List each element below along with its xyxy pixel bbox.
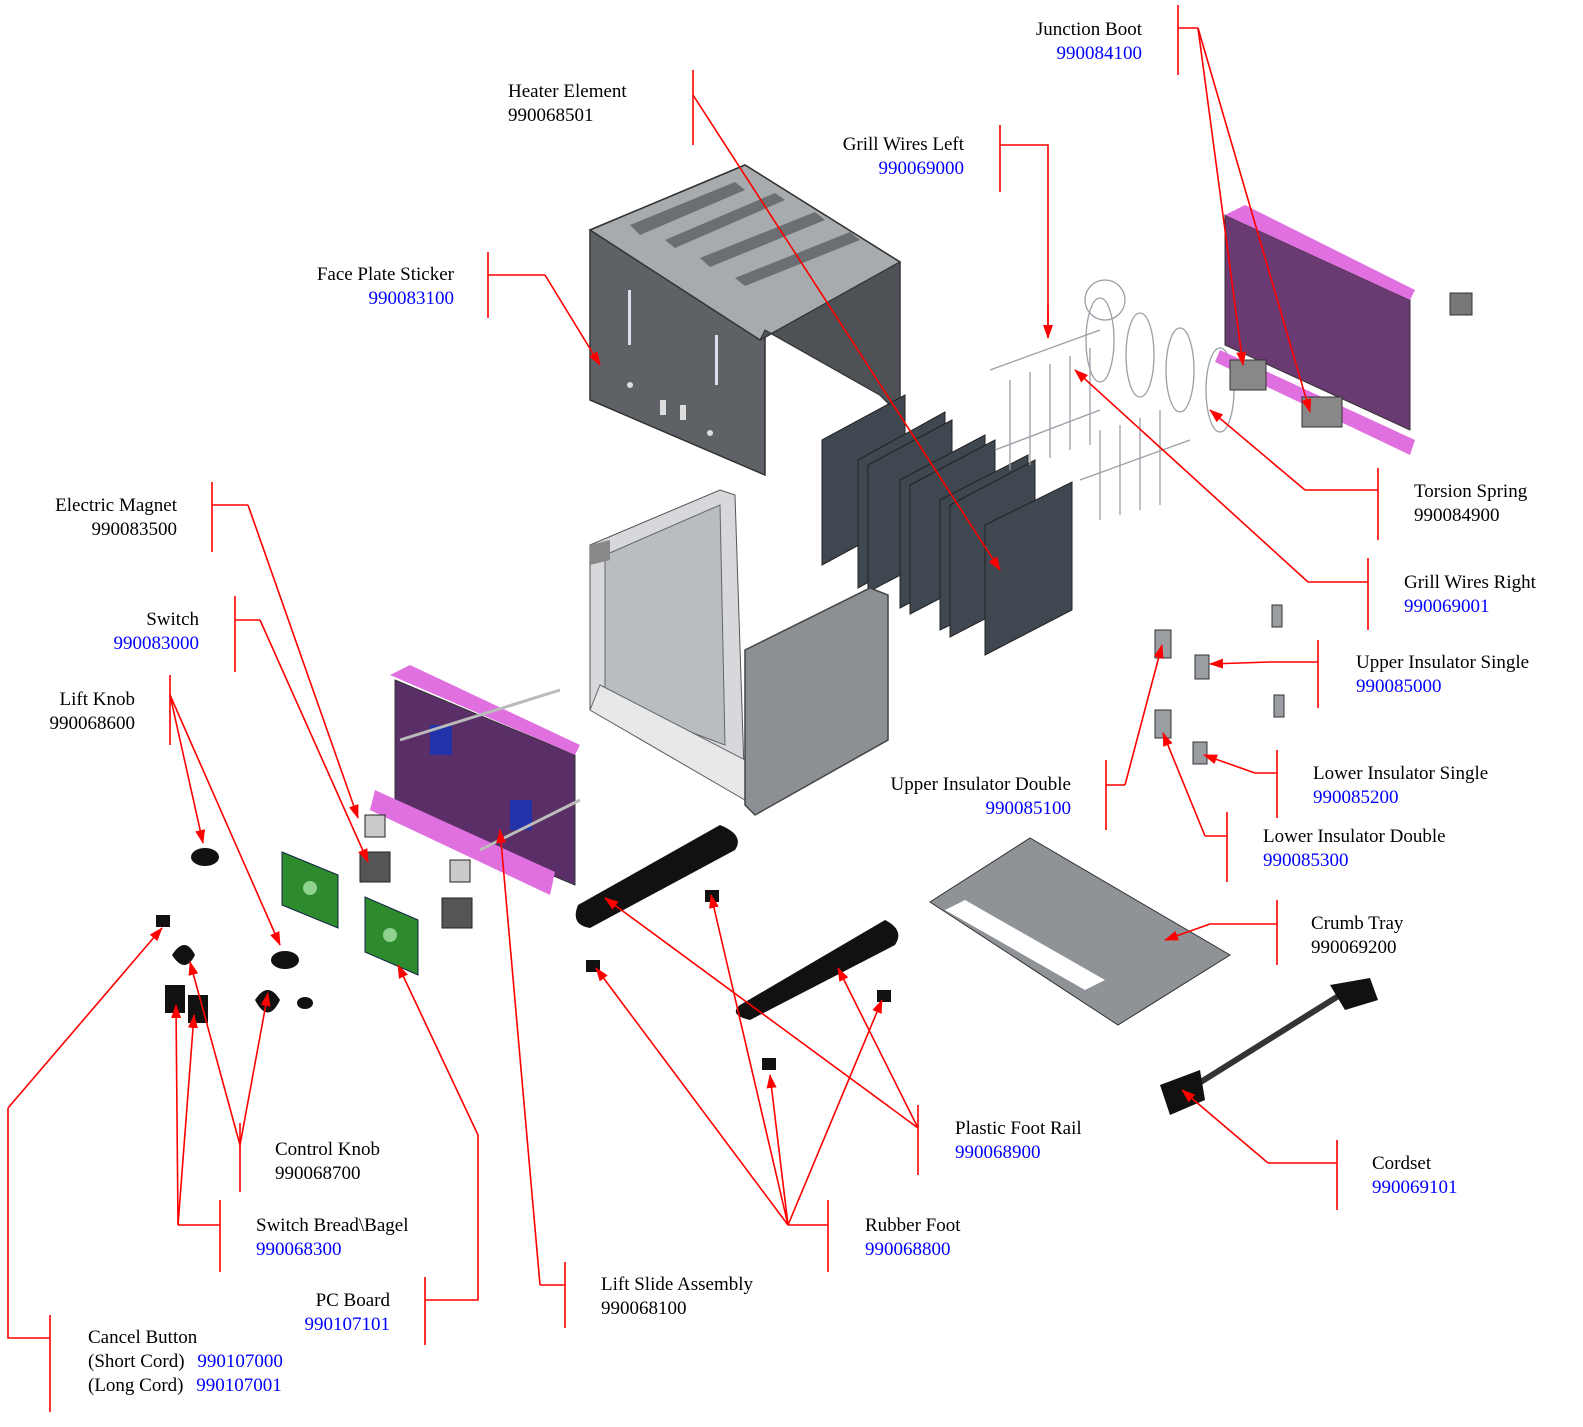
part-number: 990068100	[601, 1298, 687, 1319]
front-plate-part	[744, 587, 889, 816]
part-number: 990068600	[49, 713, 136, 734]
label-plastic-foot-rail: Plastic Foot Rail 990068900	[955, 1117, 1082, 1165]
long-cord-label: (Long Cord)	[88, 1375, 184, 1396]
part-number: 990083500	[91, 519, 178, 540]
part-name: PC Board	[315, 1290, 390, 1311]
part-number-link[interactable]: 990069001	[1404, 596, 1490, 617]
label-crumb-tray: Crumb Tray 990069200	[1311, 912, 1403, 960]
label-lift-knob: Lift Knob 990068600	[50, 688, 136, 736]
part-number-link[interactable]: 990085000	[1356, 676, 1442, 697]
label-face-plate-sticker: Face Plate Sticker 990083100	[317, 263, 454, 311]
short-cord-number-link[interactable]: 990107000	[197, 1351, 283, 1372]
label-lower-insulator-single: Lower Insulator Single 990085200	[1313, 762, 1488, 810]
part-name: Cancel Button	[88, 1327, 198, 1348]
part-number-link[interactable]: 990083100	[368, 288, 455, 309]
part-name: Torsion Spring	[1414, 481, 1528, 502]
part-name: Switch Bread\Bagel	[256, 1215, 409, 1236]
part-name: Plastic Foot Rail	[955, 1118, 1082, 1139]
part-number-link[interactable]: 990069000	[878, 158, 965, 179]
foot-rail-parts	[575, 825, 899, 1070]
part-name: Upper Insulator Single	[1356, 652, 1530, 673]
part-name: Lift Slide Assembly	[601, 1274, 753, 1295]
rear-frame-part	[1215, 205, 1473, 455]
label-control-knob: Control Knob 990068700	[275, 1138, 380, 1186]
label-grill-wires-right: Grill Wires Right 990069001	[1404, 571, 1536, 619]
label-upper-insulator-double: Upper Insulator Double 990085100	[891, 773, 1071, 821]
part-number-link[interactable]: 990085100	[985, 798, 1072, 819]
part-number: 990084900	[1414, 505, 1500, 526]
label-junction-boot: Junction Boot 990084100	[1036, 18, 1142, 66]
long-cord-number-link[interactable]: 990107001	[196, 1375, 282, 1396]
part-name: Switch	[146, 609, 199, 630]
leader-lines	[7, 5, 1379, 1412]
part-number: 990069200	[1311, 937, 1397, 958]
label-pc-board: PC Board 990107101	[305, 1289, 391, 1337]
switch-parts	[359, 814, 473, 929]
part-name: Electric Magnet	[55, 495, 177, 516]
part-name: Crumb Tray	[1311, 913, 1404, 934]
label-upper-insulator-single: Upper Insulator Single 990085000	[1356, 651, 1529, 699]
label-lower-insulator-double: Lower Insulator Double 990085300	[1263, 825, 1446, 873]
part-number-link[interactable]: 990068800	[865, 1239, 951, 1260]
part-name: Control Knob	[275, 1139, 381, 1160]
label-cancel-button: Cancel Button (Short Cord) 990107000 (Lo…	[88, 1326, 283, 1398]
part-name: Upper Insulator Double	[890, 774, 1071, 795]
part-name: Face Plate Sticker	[316, 264, 454, 285]
label-torsion-spring: Torsion Spring 990084900	[1414, 480, 1527, 528]
part-name: Cordset	[1372, 1153, 1432, 1174]
label-heater-element: Heater Element 990068501	[508, 80, 627, 128]
part-number-link[interactable]: 990068900	[955, 1142, 1041, 1163]
label-rubber-foot: Rubber Foot 990068800	[865, 1214, 961, 1262]
label-lift-slide-assembly: Lift Slide Assembly 990068100	[601, 1273, 753, 1321]
short-cord-label: (Short Cord)	[88, 1351, 185, 1372]
part-number: 990068501	[508, 105, 594, 126]
heater-element-plates	[821, 394, 1073, 656]
part-number-link[interactable]: 990069101	[1372, 1177, 1458, 1198]
insulator-parts	[1154, 604, 1285, 765]
part-name: Heater Element	[508, 81, 627, 102]
part-number-link[interactable]: 990107101	[304, 1314, 391, 1335]
part-number-link[interactable]: 990068300	[256, 1239, 342, 1260]
label-switch-bread-bagel: Switch Bread\Bagel 990068300	[256, 1214, 409, 1262]
part-name: Grill Wires Left	[842, 134, 964, 155]
part-name: Lower Insulator Double	[1263, 826, 1446, 847]
label-grill-wires-left: Grill Wires Left 990069000	[843, 133, 964, 181]
part-number-link[interactable]: 990084100	[1056, 43, 1143, 64]
part-name: Junction Boot	[1035, 19, 1142, 40]
part-number-link[interactable]: 990085300	[1263, 850, 1349, 871]
cordset-part	[1160, 978, 1378, 1115]
part-name: Grill Wires Right	[1404, 572, 1536, 593]
part-number: 990068700	[275, 1163, 361, 1184]
long-cord-row: (Long Cord) 990107001	[88, 1374, 283, 1398]
part-name: Lift Knob	[59, 689, 135, 710]
part-number-link[interactable]: 990085200	[1313, 787, 1399, 808]
pc-board-parts	[281, 851, 419, 976]
knob-parts	[156, 848, 313, 1023]
part-name: Rubber Foot	[865, 1215, 961, 1236]
label-electric-magnet: Electric Magnet 990083500	[55, 494, 177, 542]
label-switch: Switch 990083000	[114, 608, 200, 656]
label-cordset: Cordset 990069101	[1372, 1152, 1458, 1200]
crumb-tray-part	[929, 837, 1231, 1026]
part-number-link[interactable]: 990083000	[113, 633, 200, 654]
lift-slide-assembly-part	[370, 665, 581, 895]
short-cord-row: (Short Cord) 990107000	[88, 1350, 283, 1374]
part-name: Lower Insulator Single	[1313, 763, 1489, 784]
